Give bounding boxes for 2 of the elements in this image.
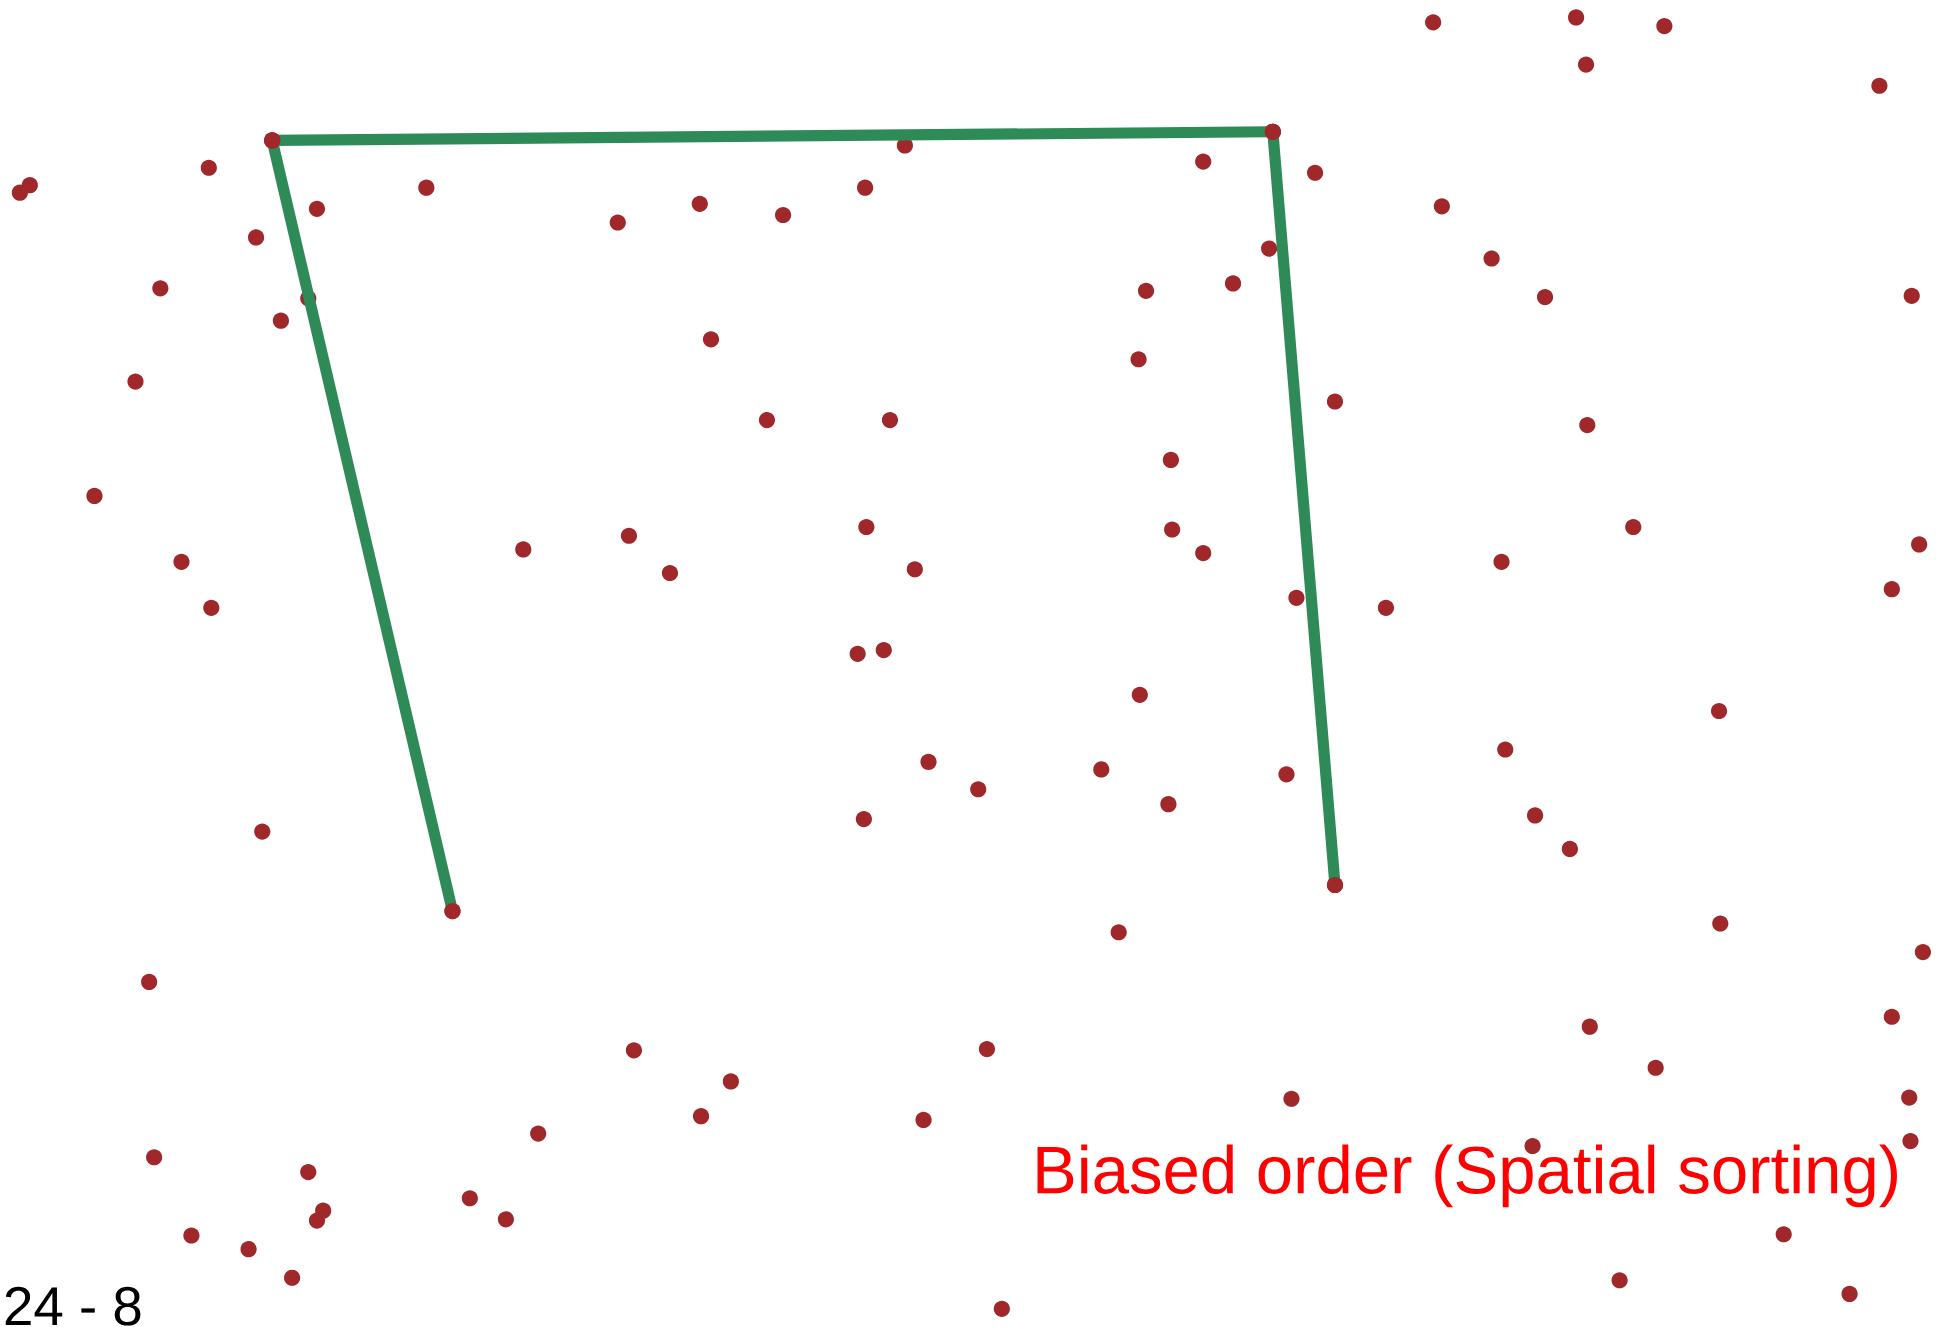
page-number: 24 - 8 [5,1286,141,1326]
caption-text: Biased order (Spatial sorting) [1037,1144,1897,1207]
